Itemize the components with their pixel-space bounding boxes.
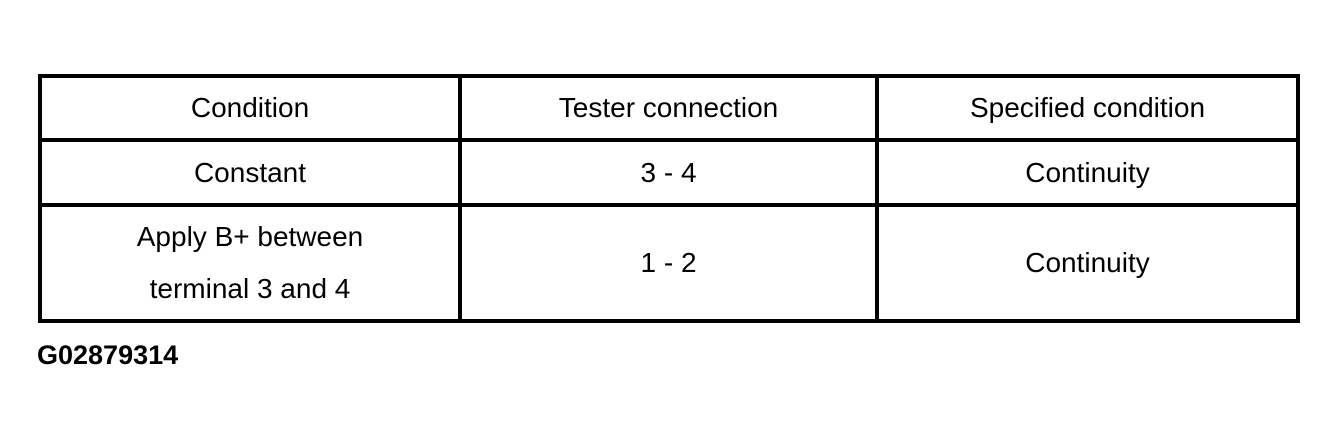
cell-tester-connection: 3 - 4 xyxy=(458,138,879,207)
column-header-tester-connection: Tester connection xyxy=(458,74,879,142)
figure-id: G02879314 xyxy=(37,340,179,370)
cell-specified-condition: Continuity xyxy=(875,203,1300,323)
cell-tester-connection: 1 - 2 xyxy=(458,203,879,323)
table-row: Constant 3 - 4 Continuity xyxy=(38,138,1300,207)
header-row: Condition Tester connection Specified co… xyxy=(38,74,1300,142)
cell-condition: Apply B+ between terminal 3 and 4 xyxy=(38,203,462,323)
cell-specified-condition: Continuity xyxy=(875,138,1300,207)
column-header-condition: Condition xyxy=(38,74,462,142)
column-header-specified-condition: Specified condition xyxy=(875,74,1300,142)
cell-condition: Constant xyxy=(38,138,462,207)
table-row: Apply B+ between terminal 3 and 4 1 - 2 … xyxy=(38,203,1300,323)
continuity-test-table: Condition Tester connection Specified co… xyxy=(38,74,1300,323)
